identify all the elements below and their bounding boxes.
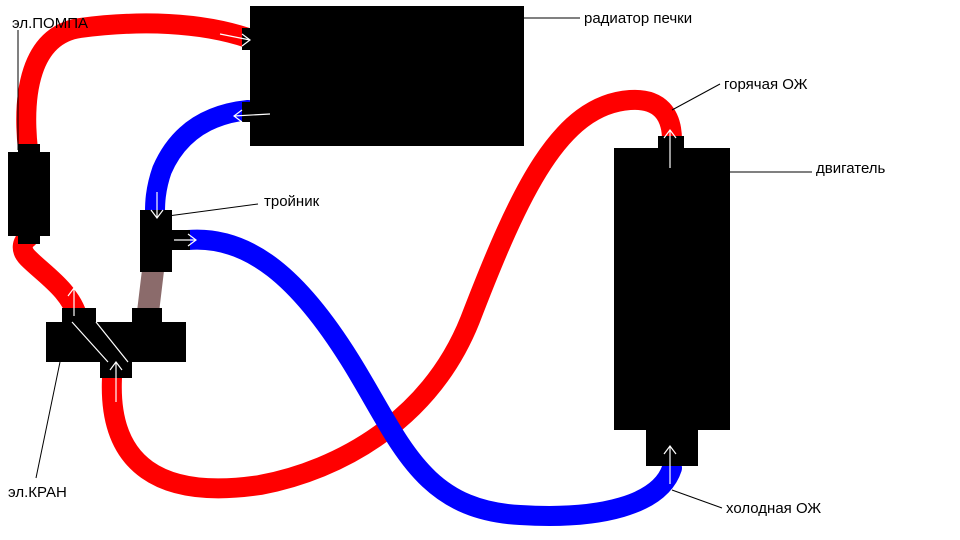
valve-internal-channel <box>95 321 129 363</box>
pump-bottom-port <box>18 232 40 244</box>
hot-hose-valve-to-pump <box>12 228 88 328</box>
electric-valve <box>46 322 186 362</box>
flow-arrow <box>150 192 164 219</box>
engine-hot-outlet <box>658 136 684 150</box>
engine-cold-inlet <box>646 428 698 466</box>
flow-arrow <box>233 109 271 123</box>
flow-arrow <box>219 33 251 47</box>
flow-arrow <box>109 361 123 402</box>
label-tee: тройник <box>264 193 320 210</box>
cold-hose-tee-to-engine <box>178 229 682 526</box>
label-engine: двигатель <box>816 160 886 177</box>
leader-line-cold-coolant <box>671 489 723 509</box>
label-hot-coolant: горячая ОЖ <box>724 76 808 93</box>
leader-line-hot-coolant <box>671 83 721 111</box>
label-heater-core: радиатор печки <box>584 10 692 27</box>
electric-pump <box>8 152 50 236</box>
label-cold-coolant: холодная ОЖ <box>726 500 821 517</box>
pump-top-port <box>18 144 40 156</box>
leader-line-tee <box>167 203 259 217</box>
flow-arrow <box>663 129 677 168</box>
flow-arrow <box>174 233 197 247</box>
heater-core-outlet-port <box>242 102 256 122</box>
flow-arrow <box>663 445 677 484</box>
valve-internal-channel <box>71 321 109 363</box>
hot-hose-pump-to-heater <box>16 13 258 160</box>
engine <box>614 148 730 430</box>
flow-arrow <box>67 287 81 316</box>
cold-hose-heater-to-tee <box>145 100 258 222</box>
valve-top-port <box>62 308 96 324</box>
label-valve: эл.КРАН <box>8 484 67 501</box>
valve-right-port <box>132 308 162 324</box>
tee-fitting <box>140 210 172 272</box>
heater-core <box>250 6 524 146</box>
leader-line-valve <box>35 361 61 479</box>
hot-hose-engine-to-valve <box>101 89 682 499</box>
label-pump: эл.ПОМПА <box>12 15 88 32</box>
